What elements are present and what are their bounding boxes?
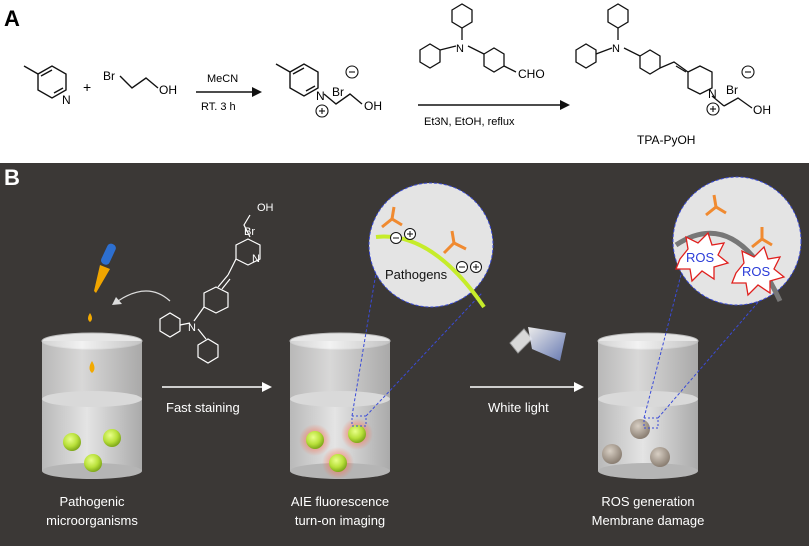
product-minus-charge	[741, 65, 755, 79]
molecule-drawing	[159, 214, 261, 364]
step2-conditions: Et3N, EtOH, reflux	[424, 116, 515, 128]
curved-arrow	[117, 290, 171, 302]
stage1-caption-line1: Pathogenic	[59, 494, 125, 509]
plus-sign: +	[83, 79, 91, 95]
bromoethanol-oh-label: OH	[159, 83, 177, 97]
intermediate-plus-charge	[315, 104, 329, 118]
ros-label-2: ROS	[742, 264, 771, 279]
bacterium	[103, 429, 121, 447]
reaction-arrow-1	[196, 87, 262, 97]
panel-b-scheme: B Pathogenic microorganisms OH Br N N	[4, 165, 802, 528]
product-plus-charge	[706, 102, 720, 116]
stage2-caption-line1: AIE fluorescence	[291, 494, 389, 509]
curved-arrow-head	[112, 297, 122, 305]
aldehyde-cho-label: CHO	[518, 67, 545, 81]
positive-charge-icon	[404, 228, 416, 240]
zoom-line	[365, 292, 483, 417]
arrow1-label: Fast staining	[166, 400, 240, 415]
panel-b-label: B	[4, 165, 20, 190]
negative-charge-icon	[390, 232, 402, 244]
intermediate-structure	[275, 63, 363, 105]
bacterium	[84, 454, 102, 472]
panel-a-label: A	[4, 6, 20, 31]
bromoethanol-br-label: Br	[103, 69, 115, 83]
damaged-bacterium	[630, 419, 650, 439]
dye-drop-icon	[89, 361, 95, 373]
intermediate-minus-charge	[345, 65, 359, 79]
stage3-caption-line2: Membrane damage	[592, 513, 705, 528]
fluorescent-bacterium	[348, 425, 366, 443]
ros-burst-icon	[731, 245, 786, 297]
methylpyridine-structure	[23, 65, 67, 99]
damaged-bacterium	[602, 444, 622, 464]
pathogens-label: Pathogens	[385, 267, 448, 282]
zoom-line	[643, 262, 685, 419]
zoom-circle-ros	[672, 176, 802, 306]
ros-burst-icon	[675, 231, 730, 283]
aldehyde-structure	[419, 3, 517, 73]
aldehyde-n-label: N	[456, 43, 464, 55]
panel-b: B Pathogenic microorganisms OH Br N N	[0, 163, 809, 546]
intermediate-n-label: N	[316, 89, 325, 103]
damaged-bacterium	[650, 447, 670, 467]
fluorescent-bacterium	[329, 454, 347, 472]
product-amine-n-label: N	[612, 43, 620, 55]
intermediate-oh-label: OH	[364, 99, 382, 113]
molecule-n-amine-label: N	[188, 322, 196, 334]
product-n-label: N	[708, 87, 717, 101]
panel-a-scheme: A N + Br OH MeCN RT. 3 h N Br OH	[4, 3, 771, 147]
molecule-br-label: Br	[244, 226, 255, 238]
positive-charge-icon	[470, 261, 482, 273]
product-oh-label: OH	[753, 103, 771, 117]
stage2-caption-line2: turn-on imaging	[295, 513, 385, 528]
intermediate-br-label: Br	[332, 85, 344, 99]
bromoethanol-structure	[119, 75, 159, 89]
ros-label-1: ROS	[686, 250, 715, 265]
fast-staining-arrow	[162, 382, 272, 392]
fluorescent-bacterium	[306, 431, 324, 449]
molecule-oh-label: OH	[257, 202, 274, 214]
product-name: TPA-PyOH	[637, 133, 695, 147]
white-light-arrow	[470, 382, 584, 392]
product-br-label: Br	[726, 83, 738, 97]
dropper-icon	[88, 243, 116, 322]
molecule-n-pyridinium-label: N	[252, 253, 260, 265]
white-light-icon	[509, 327, 566, 361]
bacterium	[63, 433, 81, 451]
negative-charge-icon	[456, 261, 468, 273]
step1-conditions: RT. 3 h	[201, 101, 236, 113]
stage1-caption-line2: microorganisms	[46, 513, 138, 528]
stage3-caption-line1: ROS generation	[601, 494, 694, 509]
product-structure	[575, 3, 753, 109]
step1-reagent: MeCN	[207, 73, 238, 85]
zoom-circle-pathogens	[368, 182, 494, 309]
methylpyridine-n-label: N	[62, 93, 71, 107]
reaction-arrow-2	[418, 100, 570, 110]
zoom-line	[351, 260, 379, 417]
arrow2-label: White light	[488, 400, 549, 415]
